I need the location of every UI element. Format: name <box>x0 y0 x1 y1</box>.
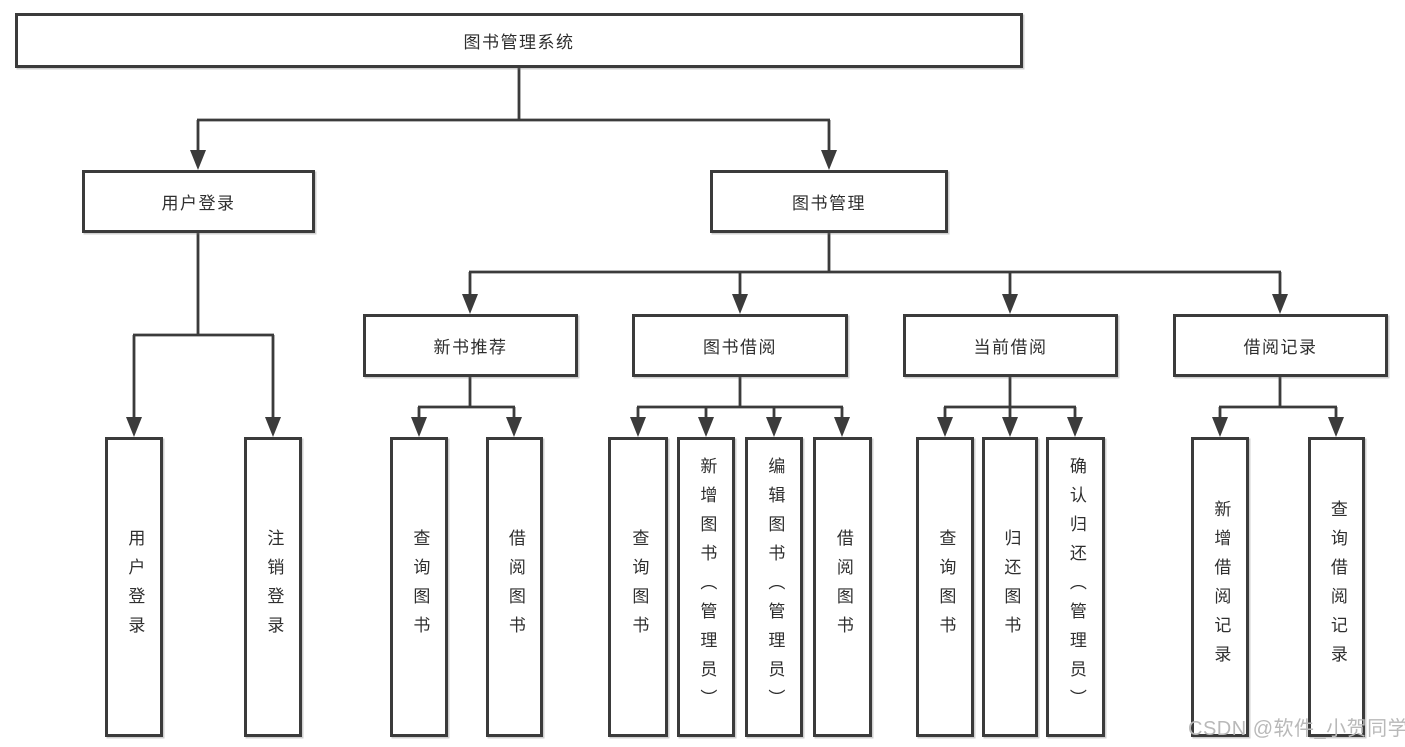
node-query-book-borrow: 查询图书 <box>608 437 668 737</box>
node-label: 图书管理 <box>792 194 866 213</box>
node-current-borrow: 当前借阅 <box>903 314 1118 377</box>
node-borrow-book-recommend: 借阅图书 <box>486 437 543 737</box>
node-label: 借阅图书 <box>505 529 525 645</box>
node-label: 查询图书 <box>629 529 649 645</box>
node-label: 查询借阅记录 <box>1327 500 1347 674</box>
node-label: 新增图书（管理员） <box>697 456 717 718</box>
node-library-management-system: 图书管理系统 <box>15 13 1023 68</box>
node-return-book: 归还图书 <box>982 437 1038 737</box>
node-borrow-records: 借阅记录 <box>1173 314 1388 377</box>
node-user-login: 用户登录 <box>82 170 315 233</box>
node-label: 确认归还（管理员） <box>1066 456 1086 718</box>
node-book-borrow: 图书借阅 <box>632 314 848 377</box>
arrowheads <box>126 150 1344 437</box>
node-query-borrow-record: 查询借阅记录 <box>1308 437 1365 737</box>
node-label: 借阅记录 <box>1243 338 1318 357</box>
node-label: 借阅图书 <box>833 529 853 645</box>
node-label: 查询图书 <box>410 529 430 645</box>
node-new-book-recommend: 新书推荐 <box>363 314 578 377</box>
node-confirm-return-admin: 确认归还（管理员） <box>1046 437 1105 737</box>
node-borrow-book-leaf: 借阅图书 <box>813 437 872 737</box>
node-label: 编辑图书（管理员） <box>765 456 785 718</box>
node-label: 注销登录 <box>264 529 284 645</box>
node-query-book-recommend: 查询图书 <box>390 437 448 737</box>
node-label: 新增借阅记录 <box>1211 500 1231 674</box>
node-label: 新书推荐 <box>433 338 508 357</box>
node-book-management: 图书管理 <box>710 170 948 233</box>
node-label: 用户登录 <box>125 529 145 645</box>
node-edit-book-admin: 编辑图书（管理员） <box>745 437 803 737</box>
node-label: 归还图书 <box>1001 529 1021 645</box>
node-add-book-admin: 新增图书（管理员） <box>677 437 735 737</box>
node-query-book-current: 查询图书 <box>916 437 974 737</box>
node-label: 用户登录 <box>161 194 236 213</box>
node-label: 当前借阅 <box>973 338 1048 357</box>
node-label: 图书管理系统 <box>463 33 575 52</box>
csdn-watermark: CSDN @软件_小贺同学 <box>1188 718 1405 740</box>
node-label: 查询图书 <box>936 529 956 645</box>
node-label: 图书借阅 <box>703 338 777 357</box>
node-user-login-leaf: 用户登录 <box>105 437 163 737</box>
node-add-borrow-record: 新增借阅记录 <box>1191 437 1249 737</box>
node-logout-leaf: 注销登录 <box>244 437 302 737</box>
